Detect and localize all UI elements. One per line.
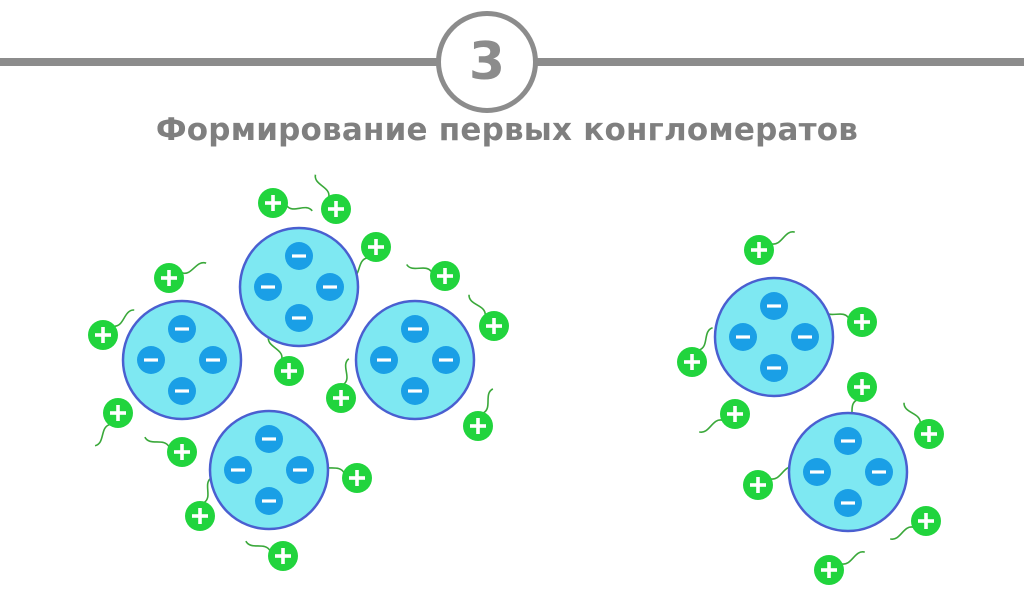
minus-ion-icon bbox=[432, 346, 460, 374]
positive-ions bbox=[88, 188, 944, 585]
minus-ion-icon bbox=[401, 377, 429, 405]
plus-ion-icon bbox=[430, 261, 460, 291]
ion-tail bbox=[144, 436, 170, 448]
ion-tail bbox=[841, 551, 865, 565]
micelles bbox=[121, 226, 909, 533]
minus-ion-icon bbox=[834, 489, 862, 517]
minus-ion-icon bbox=[834, 427, 862, 455]
minus-ion-icon bbox=[254, 273, 282, 301]
micelle bbox=[121, 299, 243, 421]
plus-ion-icon bbox=[914, 419, 944, 449]
ion-tail bbox=[267, 336, 283, 360]
ion-tail bbox=[903, 402, 922, 424]
plus-ion-icon bbox=[677, 347, 707, 377]
micelle-body bbox=[208, 409, 330, 531]
plus-ion-icon bbox=[847, 372, 877, 402]
minus-ion-icon bbox=[865, 458, 893, 486]
plus-ion-icon bbox=[274, 356, 304, 386]
ion-tail bbox=[94, 423, 111, 447]
ion-tail bbox=[314, 174, 330, 198]
header-divider-right bbox=[535, 58, 1024, 66]
plus-ion-icon bbox=[463, 411, 493, 441]
micelle bbox=[713, 276, 835, 398]
step-badge: 3 bbox=[436, 11, 538, 113]
plus-ion-icon bbox=[88, 320, 118, 350]
ion-tail bbox=[468, 294, 487, 316]
minus-ion-icon bbox=[316, 273, 344, 301]
micelle bbox=[787, 411, 909, 533]
plus-ion-icon bbox=[479, 311, 509, 341]
ion-tail bbox=[698, 326, 713, 351]
minus-ion-icon bbox=[255, 425, 283, 453]
plus-ion-icon bbox=[103, 398, 133, 428]
plus-ion-icon bbox=[185, 501, 215, 531]
plus-ion-icon bbox=[342, 463, 372, 493]
minus-ion-icon bbox=[168, 377, 196, 405]
micelle bbox=[238, 226, 360, 348]
minus-ion-icon bbox=[199, 346, 227, 374]
micelle bbox=[208, 409, 330, 531]
ion-tail bbox=[343, 358, 350, 385]
plus-ion-icon bbox=[154, 263, 184, 293]
minus-ion-icon bbox=[286, 456, 314, 484]
ion-tail bbox=[245, 540, 271, 552]
page-title: Формирование первых конгломератов bbox=[155, 112, 859, 148]
plus-ion-icon bbox=[720, 399, 750, 429]
ion-tail bbox=[113, 309, 135, 328]
minus-ion-icon bbox=[168, 315, 196, 343]
header-divider-left bbox=[0, 58, 437, 66]
ion-tail bbox=[890, 526, 914, 540]
micelle-body bbox=[238, 226, 360, 348]
minus-ion-icon bbox=[760, 354, 788, 382]
micelle-body bbox=[787, 411, 909, 533]
plus-ion-icon bbox=[361, 232, 391, 262]
ion-tail bbox=[286, 205, 313, 212]
minus-ion-icon bbox=[803, 458, 831, 486]
plus-ion-icon bbox=[814, 555, 844, 585]
minus-ion-icon bbox=[137, 346, 165, 374]
minus-ion-icon bbox=[224, 456, 252, 484]
minus-ion-icon bbox=[255, 487, 283, 515]
minus-ion-icon bbox=[760, 292, 788, 320]
micelle bbox=[354, 299, 476, 421]
plus-ion-icon bbox=[744, 235, 774, 265]
minus-ion-icon bbox=[729, 323, 757, 351]
plus-ion-icon bbox=[911, 506, 941, 536]
minus-ion-icon bbox=[370, 346, 398, 374]
minus-ion-icon bbox=[791, 323, 819, 351]
ion-tail bbox=[699, 419, 723, 433]
ion-tail bbox=[482, 388, 494, 414]
minus-ion-icon bbox=[285, 304, 313, 332]
micelle-body bbox=[713, 276, 835, 398]
plus-ion-icon bbox=[743, 470, 773, 500]
plus-ion-icon bbox=[321, 194, 351, 224]
micelle-body bbox=[354, 299, 476, 421]
plus-ion-icon bbox=[167, 437, 197, 467]
ion-tail bbox=[771, 231, 795, 245]
plus-ion-icon bbox=[326, 383, 356, 413]
plus-ion-icon bbox=[258, 188, 288, 218]
plus-ion-icon bbox=[268, 541, 298, 571]
ion-tail bbox=[181, 261, 207, 275]
micelle-body bbox=[121, 299, 243, 421]
minus-ion-icon bbox=[401, 315, 429, 343]
step-number: 3 bbox=[468, 32, 506, 92]
ion-tail bbox=[406, 263, 433, 273]
plus-ion-icon bbox=[847, 307, 877, 337]
minus-ion-icon bbox=[285, 242, 313, 270]
